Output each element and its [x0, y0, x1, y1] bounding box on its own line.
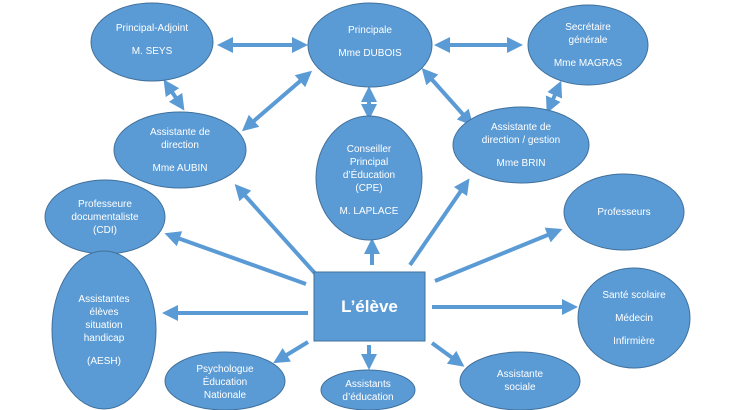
- arrow-secretaire-gestion: [545, 80, 563, 114]
- role-label: d’éducation: [342, 392, 394, 403]
- role-label: handicap: [83, 332, 125, 344]
- ellipse-assistants-education: [320, 369, 416, 410]
- role-label: Assistante de: [149, 126, 211, 138]
- person-name: Mme AUBIN: [152, 162, 208, 174]
- ellipse-professeurs: [563, 173, 685, 251]
- arrow-eleve-gestion: [408, 178, 470, 267]
- node-professeurs: Professeurs: [564, 198, 684, 226]
- ellipse-aesh: [51, 250, 157, 410]
- node-assistante-direction: Assistante de direction Mme AUBIN: [114, 120, 246, 180]
- person-name: Mme MAGRAS: [553, 57, 623, 69]
- ellipse-secretaire: [527, 4, 649, 86]
- node-cpe: Conseiller Principal d’Éducation (CPE) M…: [316, 130, 422, 230]
- role-label: (CDI): [93, 224, 117, 236]
- node-assistante-sociale: Assistante sociale: [460, 365, 580, 397]
- role-label: Assistante: [496, 369, 544, 380]
- role-label: documentaliste: [71, 211, 139, 223]
- role-label: (CPE): [355, 182, 383, 194]
- role-label: Professeurs: [597, 206, 651, 218]
- role-label: Assistantes: [78, 293, 130, 305]
- arrow-eleve-sociale: [430, 341, 465, 367]
- role-label: sociale: [504, 382, 536, 393]
- role-label: élèves: [89, 306, 119, 318]
- node-assistante-gestion: Assistante de direction / gestion Mme BR…: [453, 115, 589, 175]
- node-sante: Santé scolaire Médecin Infirmière: [578, 283, 690, 353]
- node-aesh: Assistantes élèves situation handicap (A…: [52, 280, 156, 380]
- arrow-adjoint-assistante: [163, 79, 185, 111]
- ellipse-principal-adjoint: [90, 2, 214, 82]
- role-label: (AESH): [87, 355, 121, 367]
- role-label: Professeure: [78, 198, 132, 210]
- ellipse-principale: [307, 2, 433, 88]
- node-principale: Principale Mme DUBOIS: [308, 12, 432, 72]
- role-label: générale: [568, 34, 608, 46]
- arrow-eleve-profdoc: [164, 231, 307, 286]
- node-principal-adjoint: Principal-Adjoint M. SEYS: [91, 10, 213, 70]
- arrow-principale-assistante: [241, 70, 313, 132]
- ellipse-psychologue: [164, 351, 286, 410]
- person-name: Mme BRIN: [496, 157, 546, 169]
- ellipse-cpe: [315, 115, 423, 241]
- role-label: direction: [161, 139, 199, 151]
- role-label: Principal: [349, 156, 389, 168]
- role-label: d’Éducation: [342, 169, 396, 181]
- node-secretaire: Secrétaire générale Mme MAGRAS: [528, 15, 648, 75]
- role-label: direction / gestion: [481, 134, 561, 146]
- role-label: Principal-Adjoint: [115, 23, 189, 34]
- ellipse-assistante-sociale: [459, 351, 581, 410]
- arrow-principale-gestion: [421, 68, 474, 126]
- person-name: Mme DUBOIS: [338, 48, 402, 59]
- role-label: Assistants: [345, 379, 391, 390]
- eleve-box: [313, 271, 426, 342]
- node-assistants-education: Assistants d’éducation: [321, 377, 415, 405]
- ellipse-assistante-gestion: [452, 106, 590, 184]
- node-psychologue: Psychologue Éducation Nationale: [165, 360, 285, 404]
- ellipse-assistante-direction: [113, 111, 247, 189]
- person-name: M. LAPLACE: [339, 205, 399, 217]
- role-label: Santé scolaire: [602, 289, 666, 301]
- role-label: Médecin: [615, 312, 653, 324]
- role-label: situation: [85, 319, 123, 331]
- role-label: Infirmière: [613, 335, 655, 347]
- role-label: Assistante de: [490, 121, 552, 133]
- role-label: Conseiller: [346, 143, 392, 155]
- arrow-eleve-professeurs: [434, 227, 563, 283]
- ellipse-sante: [577, 267, 691, 369]
- role-label: Nationale: [203, 389, 247, 401]
- person-name: M. SEYS: [131, 46, 173, 57]
- role-label: Psychologue: [196, 363, 254, 375]
- eleve-label: L’élève: [341, 297, 398, 316]
- role-label: Principale: [348, 25, 392, 36]
- arrow-eleve-psychologue: [273, 340, 310, 364]
- role-label: Éducation: [202, 376, 248, 388]
- node-prof-doc: Professeure documentaliste (CDI): [45, 192, 165, 242]
- role-label: Secrétaire: [565, 21, 611, 33]
